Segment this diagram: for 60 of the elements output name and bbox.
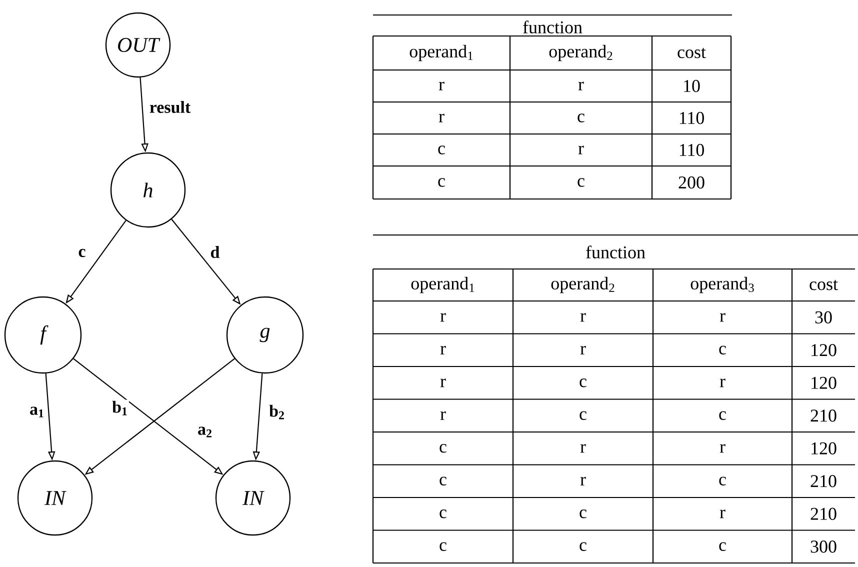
table-cell: r	[720, 510, 726, 518]
table-cell: 210	[810, 410, 836, 422]
edge-label: b$_{2}$	[268, 404, 286, 420]
table-cell: r	[440, 378, 446, 388]
table-cell: 210	[810, 475, 836, 488]
column-header: cost	[678, 48, 706, 58]
table-cell: r	[720, 378, 726, 388]
table-cell: 110	[680, 144, 704, 156]
column-header: operand$_{3}$	[690, 276, 754, 294]
column-header: operand$_{2}$	[549, 44, 612, 62]
table-cell: c	[438, 178, 445, 187]
table-cell: c	[578, 114, 584, 122]
table-title: function	[586, 246, 646, 258]
table-cell: r	[580, 313, 586, 322]
edge-label: result	[148, 100, 192, 114]
column-header: operand$_{1}$	[411, 276, 474, 294]
table-cell: 120	[812, 344, 836, 356]
table-cell: c	[580, 542, 586, 551]
column-header: operand$_{1}$	[410, 44, 473, 62]
edge-label: a$_{1}$	[28, 406, 46, 418]
table-cell: 120	[812, 376, 836, 389]
table-cell: c	[580, 510, 586, 518]
table-cell: r	[720, 444, 726, 453]
column-header: cost	[810, 280, 838, 290]
table-cell: c	[580, 378, 586, 388]
table-cell: c	[440, 444, 446, 453]
table-cell: c	[719, 346, 726, 354]
table-cell: r	[578, 146, 584, 154]
table-cell: c	[580, 411, 586, 420]
table-cell: r	[580, 346, 586, 354]
table-cell: c	[440, 542, 446, 551]
table-cell: r	[440, 346, 446, 354]
table-cell: c	[438, 146, 445, 154]
table-cell: 300	[810, 540, 836, 553]
table-cell: c	[719, 476, 726, 486]
table-cell: c	[440, 476, 446, 486]
table-cell: r	[580, 476, 586, 486]
table-cell: r	[580, 444, 586, 453]
table-cell: c	[440, 510, 446, 518]
edge-label: b$_{1}$	[111, 400, 129, 416]
table-cell: 200	[678, 176, 704, 189]
table-cell: 210	[810, 508, 836, 520]
edge-label: c	[77, 248, 87, 258]
table-cell: r	[720, 313, 726, 322]
table-cell: r	[440, 313, 446, 322]
table-cell: r	[438, 114, 444, 122]
table-cell: r	[578, 82, 584, 90]
table-cell: 30	[815, 311, 832, 324]
table-title: function	[523, 20, 582, 34]
table-cell: c	[719, 542, 726, 551]
column-header: operand$_{2}$	[551, 276, 614, 294]
table-cell: r	[440, 411, 446, 420]
table-cell: 110	[680, 112, 704, 124]
edge-label: a$_{2}$	[196, 426, 214, 438]
edge-label: d	[209, 245, 221, 259]
table-cell: 10	[684, 80, 700, 92]
table-cell: c	[719, 411, 726, 420]
table-cell: c	[578, 178, 584, 187]
table-cell: 120	[812, 442, 836, 454]
table-cell: r	[438, 82, 444, 90]
